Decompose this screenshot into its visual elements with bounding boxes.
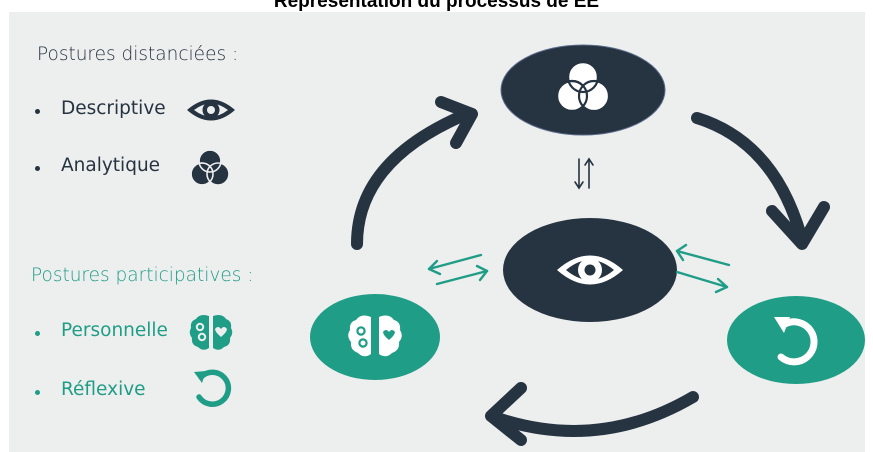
bullet-reflexive xyxy=(35,390,40,395)
participative-heading: Postures participatives : xyxy=(31,265,254,286)
brain-icon xyxy=(348,315,402,357)
eye-icon xyxy=(557,255,623,285)
page-title: Représentation du processus de EE xyxy=(273,0,600,12)
venn-icon xyxy=(555,60,611,113)
legend-reflexive-label: Réflexive xyxy=(61,379,146,400)
double-arrow-vertical xyxy=(574,157,594,190)
venn-icon xyxy=(190,149,230,186)
legend-analytique-label: Analytique xyxy=(61,155,161,176)
personnelle-node xyxy=(310,294,440,380)
reflexive-node xyxy=(727,296,865,384)
bullet-personnelle xyxy=(35,331,40,336)
distanced-heading: Postures distanciées : xyxy=(37,44,239,65)
cycle-arrow-left xyxy=(351,96,478,250)
cycle-icon xyxy=(774,317,818,366)
bullet-analytique xyxy=(35,166,40,171)
descriptive-node xyxy=(503,218,677,322)
diagram-panel: Postures distanciées : Descriptive Analy… xyxy=(9,12,865,452)
eye-icon xyxy=(187,99,235,121)
double-arrow-left xyxy=(427,253,489,286)
legend-descriptive-label: Descriptive xyxy=(61,98,166,119)
cycle-arrow-right xyxy=(691,112,830,250)
double-arrow-right xyxy=(675,243,731,294)
brain-icon xyxy=(189,315,233,350)
process-diagram xyxy=(310,44,865,446)
cycle-arrow-bottom xyxy=(485,382,699,446)
cycle-icon xyxy=(194,369,232,407)
legend-personnelle-label: Personnelle xyxy=(61,320,168,341)
bullet-descriptive xyxy=(35,109,40,114)
analytique-node xyxy=(500,44,666,136)
